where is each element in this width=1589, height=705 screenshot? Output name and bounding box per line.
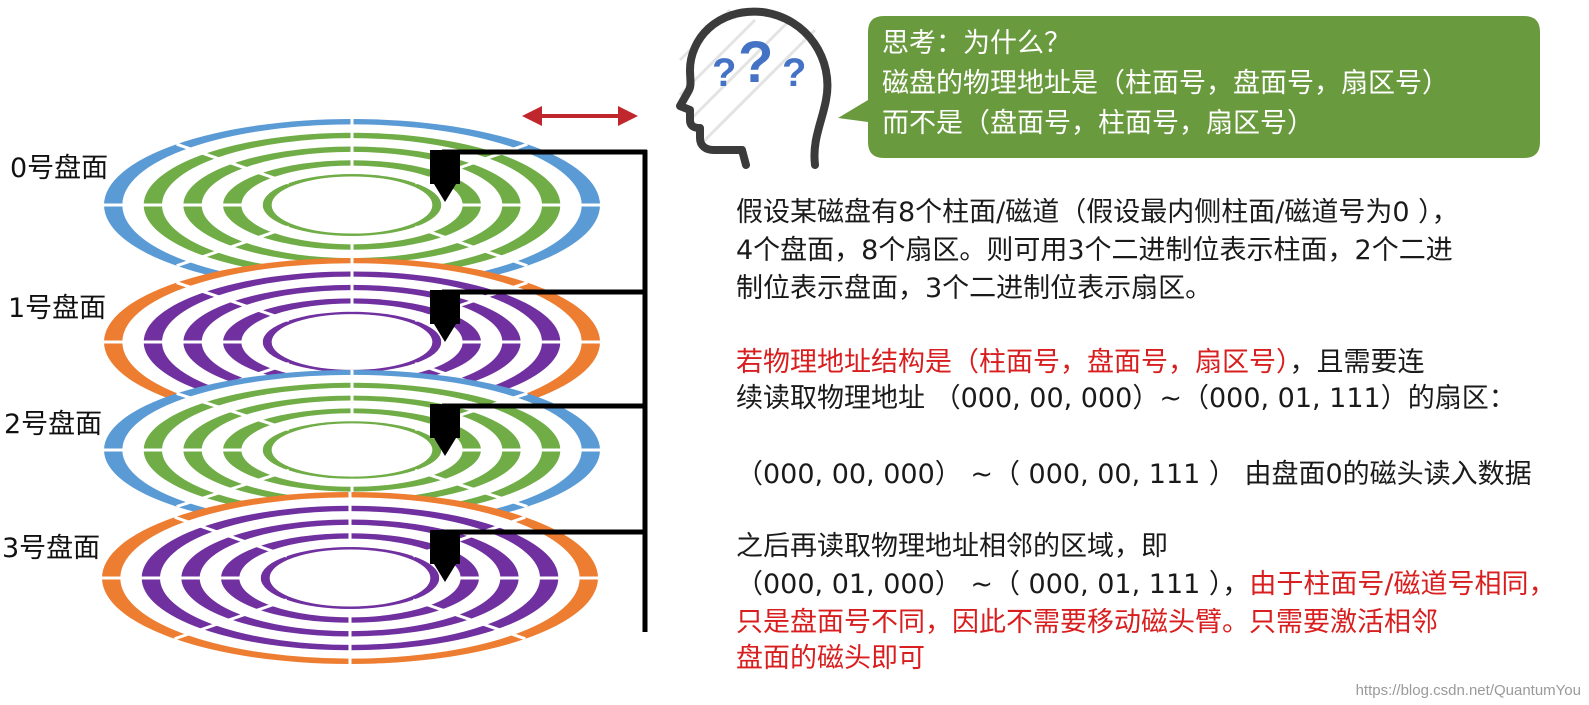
para2-red-phrase: 若物理地址结构是（柱面号，盘面号，扇区号） — [736, 347, 1290, 378]
platter-3-sector-line-5 — [174, 515, 288, 558]
read-head-icon — [430, 290, 460, 342]
platter-stack — [102, 119, 600, 664]
para4-line-4: 盘面的磁头即可 — [736, 643, 925, 674]
svg-text:?: ? — [712, 51, 736, 95]
speech-bubble — [838, 16, 1540, 158]
para2-rest: ，且需要连 — [1289, 347, 1425, 378]
platter-0-spindle-hole — [271, 176, 433, 234]
para1-line-1: 假设某磁盘有8个柱面/磁道（假设最内侧柱面/磁道号为0 ）， — [736, 197, 1459, 228]
watermark: https://blog.csdn.net/QuantumYou — [1355, 682, 1581, 699]
head-arm-assembly — [442, 149, 648, 632]
platter-3-spindle-hole — [269, 549, 431, 607]
platter-1-spindle-hole — [271, 314, 433, 370]
read-head-icon — [430, 404, 460, 456]
read-head-icon — [430, 150, 460, 202]
platter-0-sector-line-1 — [414, 225, 528, 268]
para4-line-3: 只是盘面号不同，因此不需要移动磁头臂。只需要激活相邻 — [736, 607, 1438, 638]
platter-label-1: 1号盘面 — [8, 293, 107, 324]
para1-line-2: 4个盘面，8个扇区。则可用3个二进制位表示柱面，2个二进 — [736, 235, 1453, 266]
para4-line-2: （000, 01, 000） ~（ 000, 01, 111 ），由于柱面号/磁… — [736, 568, 1556, 602]
double-arrow-icon — [522, 106, 638, 126]
svg-text:?: ? — [738, 30, 773, 95]
svg-text:?: ? — [782, 51, 806, 95]
platter-0-sector-line-5 — [176, 142, 290, 185]
platter-3-sector-line-3 — [174, 598, 288, 641]
read-head-icon — [430, 530, 460, 582]
thinking-head-icon: ? ? ? — [676, 7, 832, 169]
platter-label-3: 3号盘面 — [2, 533, 101, 564]
platter-0 — [104, 119, 600, 291]
platter-2-sector-line-1 — [414, 468, 528, 508]
bubble-line-3: 而不是（盘面号，柱面号，扇区号） — [882, 108, 1314, 139]
platter-label-0: 0号盘面 — [10, 153, 109, 184]
platter-0-sector-line-3 — [176, 225, 290, 268]
para3-line-1: （000, 00, 000） ~（ 000, 00, 111 ） 由盘面0的磁头… — [736, 459, 1532, 490]
platter-1-sector-line-5 — [176, 281, 290, 323]
para4-red-part: 由于柱面号/磁道号相同， — [1249, 569, 1556, 600]
platter-2-sector-line-5 — [176, 392, 290, 432]
bubble-line-2: 磁盘的物理地址是（柱面号，盘面号，扇区号） — [882, 68, 1449, 99]
platter-3 — [102, 492, 598, 664]
platter-label-2: 2号盘面 — [4, 409, 103, 440]
para1-line-3: 制位表示盘面，3个二进制位表示扇区。 — [736, 273, 1213, 304]
platter-2-spindle-hole — [271, 423, 433, 477]
platter-2-sector-line-3 — [176, 468, 290, 508]
para2-line-2: 续读取物理地址 （000, 00, 000）~（000, 01, 111）的扇区… — [736, 383, 1516, 414]
read-heads — [430, 150, 460, 582]
para2-line-1: 若物理地址结构是（柱面号，盘面号，扇区号），且需要连 — [736, 346, 1425, 380]
bubble-line-1: 思考：为什么？ — [882, 28, 1071, 59]
platter-3-sector-line-1 — [412, 598, 526, 641]
para4-black-part: （000, 01, 000） ~（ 000, 01, 111 ）， — [736, 569, 1250, 600]
para4-line-1: 之后再读取物理地址相邻的区域，即 — [736, 531, 1168, 562]
